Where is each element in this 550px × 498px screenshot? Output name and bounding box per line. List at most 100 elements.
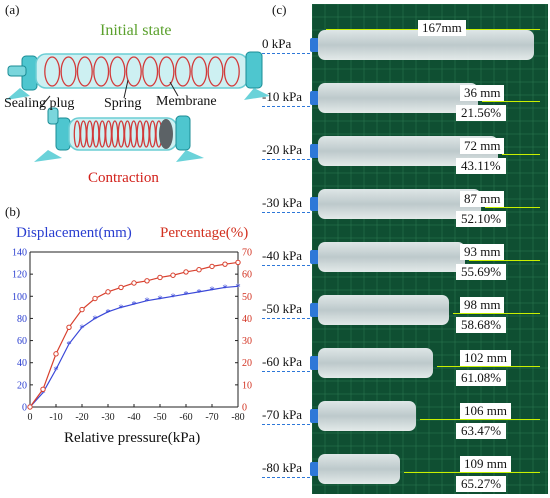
left-y-tick-label: 140 xyxy=(12,248,27,259)
pressure-label: -30 kPa xyxy=(262,195,303,210)
length-value: 106 mm xyxy=(460,403,511,419)
length-arrow xyxy=(501,154,540,155)
pressure-marker xyxy=(262,265,310,266)
spring-coil xyxy=(44,56,61,87)
length-value: 98 mm xyxy=(460,297,505,313)
percentage-point xyxy=(79,306,85,313)
length-value: 36 mm xyxy=(460,85,505,101)
actuator-sample xyxy=(318,83,478,113)
actuator-sample xyxy=(318,189,482,219)
membrane-fold xyxy=(159,119,173,149)
spring-coil xyxy=(93,56,110,87)
percentage-point xyxy=(27,404,33,410)
panel-a-label: (a) xyxy=(5,2,20,17)
length-arrow xyxy=(404,472,540,473)
left-mount-contracted xyxy=(34,150,62,162)
percentage-point xyxy=(144,278,150,284)
x-tick-label: -50 xyxy=(153,412,166,423)
displacement-point: * xyxy=(235,281,241,293)
spring-leader xyxy=(123,79,129,99)
air-inlet-nozzle-contracted xyxy=(47,107,59,125)
contraction-percentage: 21.56% xyxy=(456,105,507,121)
x-tick-label: -70 xyxy=(205,412,218,423)
x-tick-label: 0 xyxy=(28,412,33,423)
actuator-sample xyxy=(318,401,417,431)
pressure-marker xyxy=(262,371,310,372)
pressure-label: -20 kPa xyxy=(262,142,303,157)
spring-contracted xyxy=(73,120,163,148)
length-arrow xyxy=(482,101,540,102)
left-mount xyxy=(6,88,30,100)
spring-coil xyxy=(76,56,93,87)
percentage-point xyxy=(66,324,72,330)
spring-coil xyxy=(125,56,142,87)
contraction-percentage: 58.68% xyxy=(456,317,507,333)
actuator-sample xyxy=(318,295,449,325)
displacement-point: * xyxy=(131,299,137,311)
membrane-leader xyxy=(169,81,179,97)
left-y-tick-label: 120 xyxy=(12,270,27,281)
pressure-label: -50 kPa xyxy=(262,301,303,316)
right-y-tick-label: 0 xyxy=(242,403,247,414)
displacement-point: * xyxy=(144,296,150,308)
initial-state-label: Initial state xyxy=(100,22,172,39)
length-value: 72 mm xyxy=(460,138,505,154)
percentage-point xyxy=(235,259,241,266)
left-y-tick-label: 40 xyxy=(17,358,27,369)
right-mount-contracted xyxy=(176,150,204,162)
left-axis-title: Displacement(mm) xyxy=(16,225,132,241)
displacement-point: * xyxy=(79,322,85,334)
length-value: 102 mm xyxy=(460,350,511,366)
pressure-marker xyxy=(262,212,310,213)
pressure-label: -60 kPa xyxy=(262,354,303,369)
length-value: 87 mm xyxy=(460,191,505,207)
spring-coil xyxy=(158,56,175,87)
x-tick-label: -40 xyxy=(127,412,140,423)
spring-coil xyxy=(109,56,126,87)
contraction-percentage: 65.27% xyxy=(456,476,507,492)
right-y-tick-label: 30 xyxy=(242,336,252,347)
percentage-point xyxy=(157,274,163,281)
right-y-tick-label: 20 xyxy=(242,358,252,369)
x-axis-label: Relative pressure(kPa) xyxy=(64,430,201,446)
pressure-marker xyxy=(262,424,310,425)
percentage-point xyxy=(183,269,189,275)
displacement-point: * xyxy=(222,282,228,294)
right-y-tick-label: 10 xyxy=(242,380,252,391)
length-value: 167mm xyxy=(418,20,466,36)
air-inlet-nozzle xyxy=(7,65,27,77)
displacement-point: * xyxy=(196,287,202,299)
length-arrow xyxy=(469,260,540,261)
membrane-label: Membrane xyxy=(156,94,217,109)
axis-ticks: 0-10-20-30-40-50-60-70-80020406080100120… xyxy=(12,248,252,424)
right-y-tick-label: 60 xyxy=(242,270,252,281)
contraction-percentage: 43.11% xyxy=(456,158,506,174)
pressure-marker xyxy=(262,53,310,54)
pressure-marker xyxy=(262,477,310,478)
right-y-tick-label: 40 xyxy=(242,314,252,325)
spring-coil xyxy=(223,56,240,87)
blue-inlet-plug xyxy=(310,144,319,158)
pressure-label: -10 kPa xyxy=(262,89,303,104)
right-mount xyxy=(244,88,270,100)
left-y-tick-label: 60 xyxy=(17,336,27,347)
percentage-point xyxy=(92,295,98,302)
length-arrow xyxy=(485,207,540,208)
contracted-actuator xyxy=(34,107,204,162)
actuator-sample xyxy=(318,454,400,484)
pressure-label: -70 kPa xyxy=(262,407,303,422)
spring-initial xyxy=(44,56,240,87)
displacement-chart: 0-10-20-30-40-50-60-70-80020406080100120… xyxy=(12,248,252,424)
contraction-percentage: 52.10% xyxy=(456,211,507,227)
data-series: ***************** xyxy=(27,259,241,414)
length-arrow xyxy=(420,419,540,420)
x-tick-label: -60 xyxy=(179,412,192,423)
blue-inlet-plug xyxy=(310,409,319,423)
initial-actuator xyxy=(6,51,270,100)
length-arrow xyxy=(452,313,540,314)
contraction-label: Contraction xyxy=(88,170,159,186)
spring-coil xyxy=(142,56,159,87)
actuator-sample xyxy=(318,242,465,272)
percentage-point xyxy=(40,386,46,392)
